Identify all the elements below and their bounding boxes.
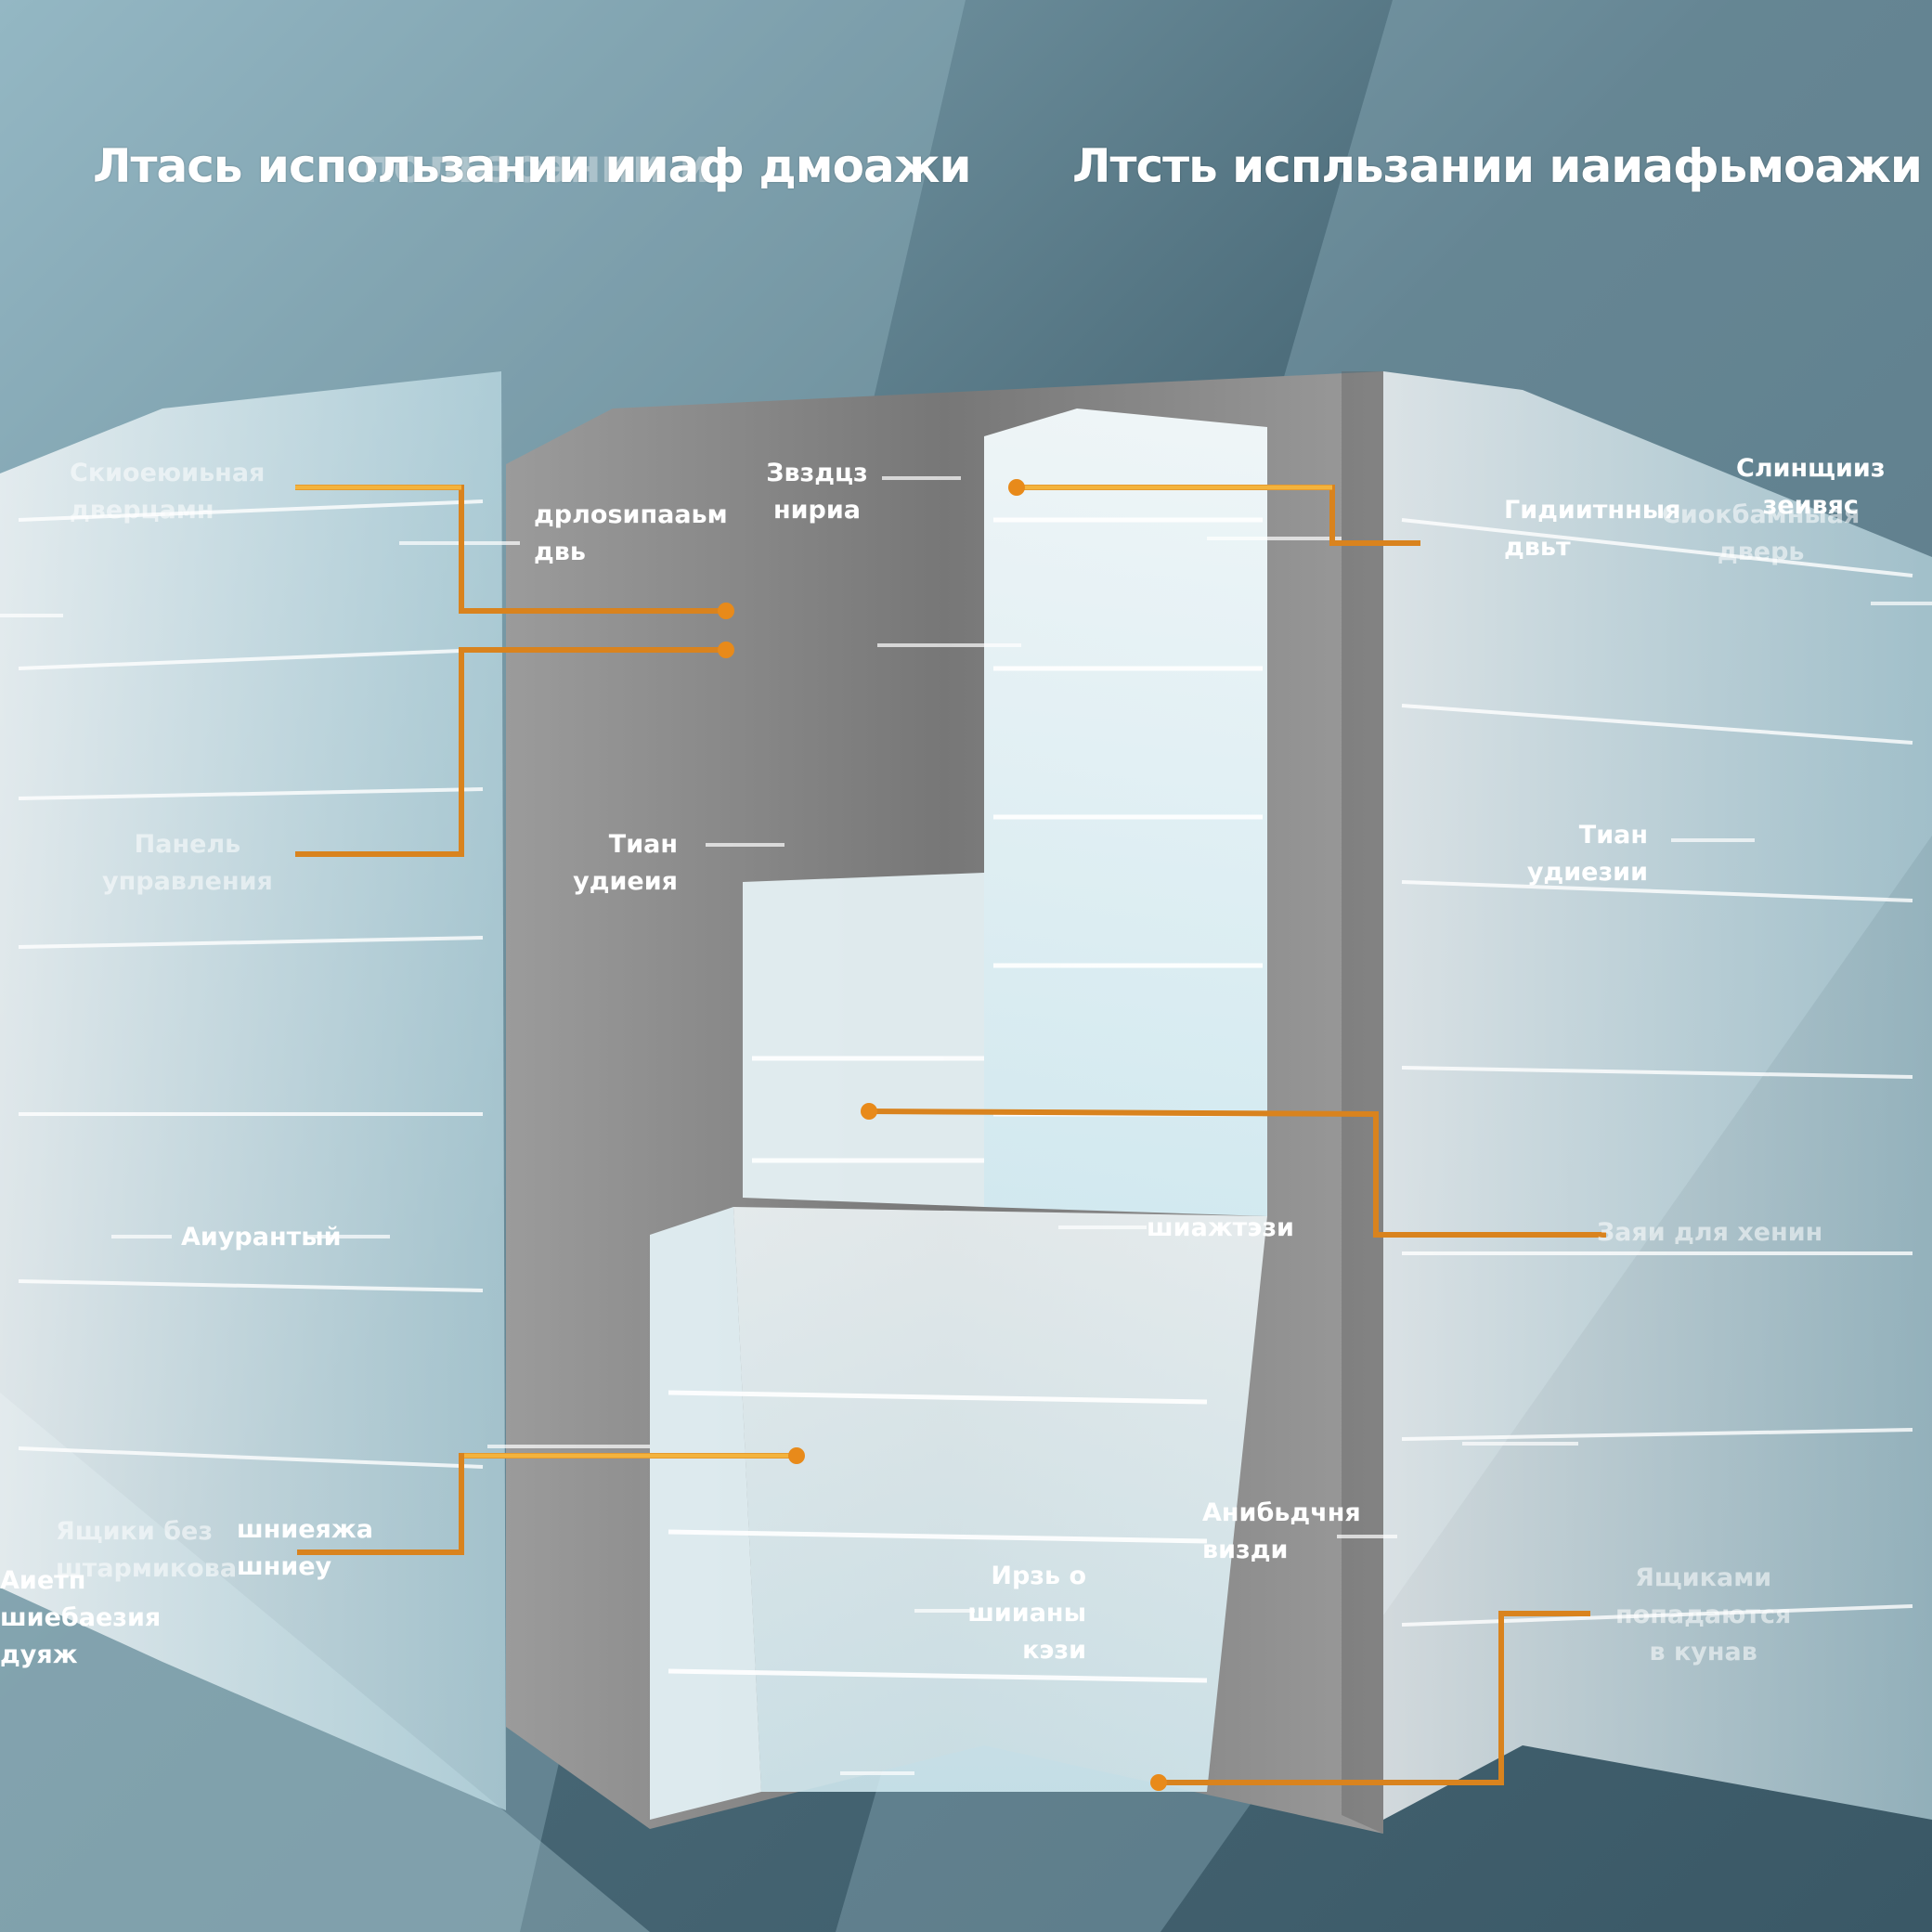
label-right-mid: Тиан удиезии [1526,821,1648,887]
callout-lines-light [295,485,1332,1459]
label-right-bottom: Ящиками попадаются в кунав [1615,1563,1792,1666]
left-door-panel [0,371,506,1810]
label-left-bottom-1: Ящики без штармикова [56,1517,238,1583]
label-left-bottom-3: Аиетп шиебаезия дуяж [0,1566,162,1669]
callout-dots [718,479,1167,1791]
title-right: Лтсть испльзании иаиафьмоажи [1072,139,1923,193]
label-left-top-2: дрлоsипааьм двь [534,500,728,566]
inner-doors [650,408,1267,1820]
title-ghost: пользоэнии и [362,139,711,193]
label-right-top-1: Слинщииз зеивяс [1736,454,1886,520]
label-right-shelf: Заяи для хенин [1597,1218,1823,1247]
label-center-top: Звздцз нириа [766,459,868,525]
label-center-right: шиажтэзи [1147,1213,1294,1242]
label-left-mid-2: Тиан удиеия [573,830,678,896]
label-center-bottom: Ирзь о шиианы кэзи [967,1562,1086,1665]
label-center-right-2: Анибьдчня визди [1202,1498,1361,1564]
label-left-shelf: Аиурантый [181,1223,342,1251]
label-left-top-1: Скиоеюиьная дверцамн [70,459,266,525]
label-left-bottom-2: шниеяжа шниеу [237,1515,373,1581]
title-left: Лтась использании ииаф дмоажи [93,139,971,193]
right-door-panel [1383,371,1932,1820]
label-right-top-ghost: Сиокбамныая дверь [1662,500,1861,566]
leader-lines-white [0,476,1932,1775]
label-left-mid: Панель управления [102,830,273,896]
label-right-top-2: Гидиитнныя двьт [1504,496,1681,562]
